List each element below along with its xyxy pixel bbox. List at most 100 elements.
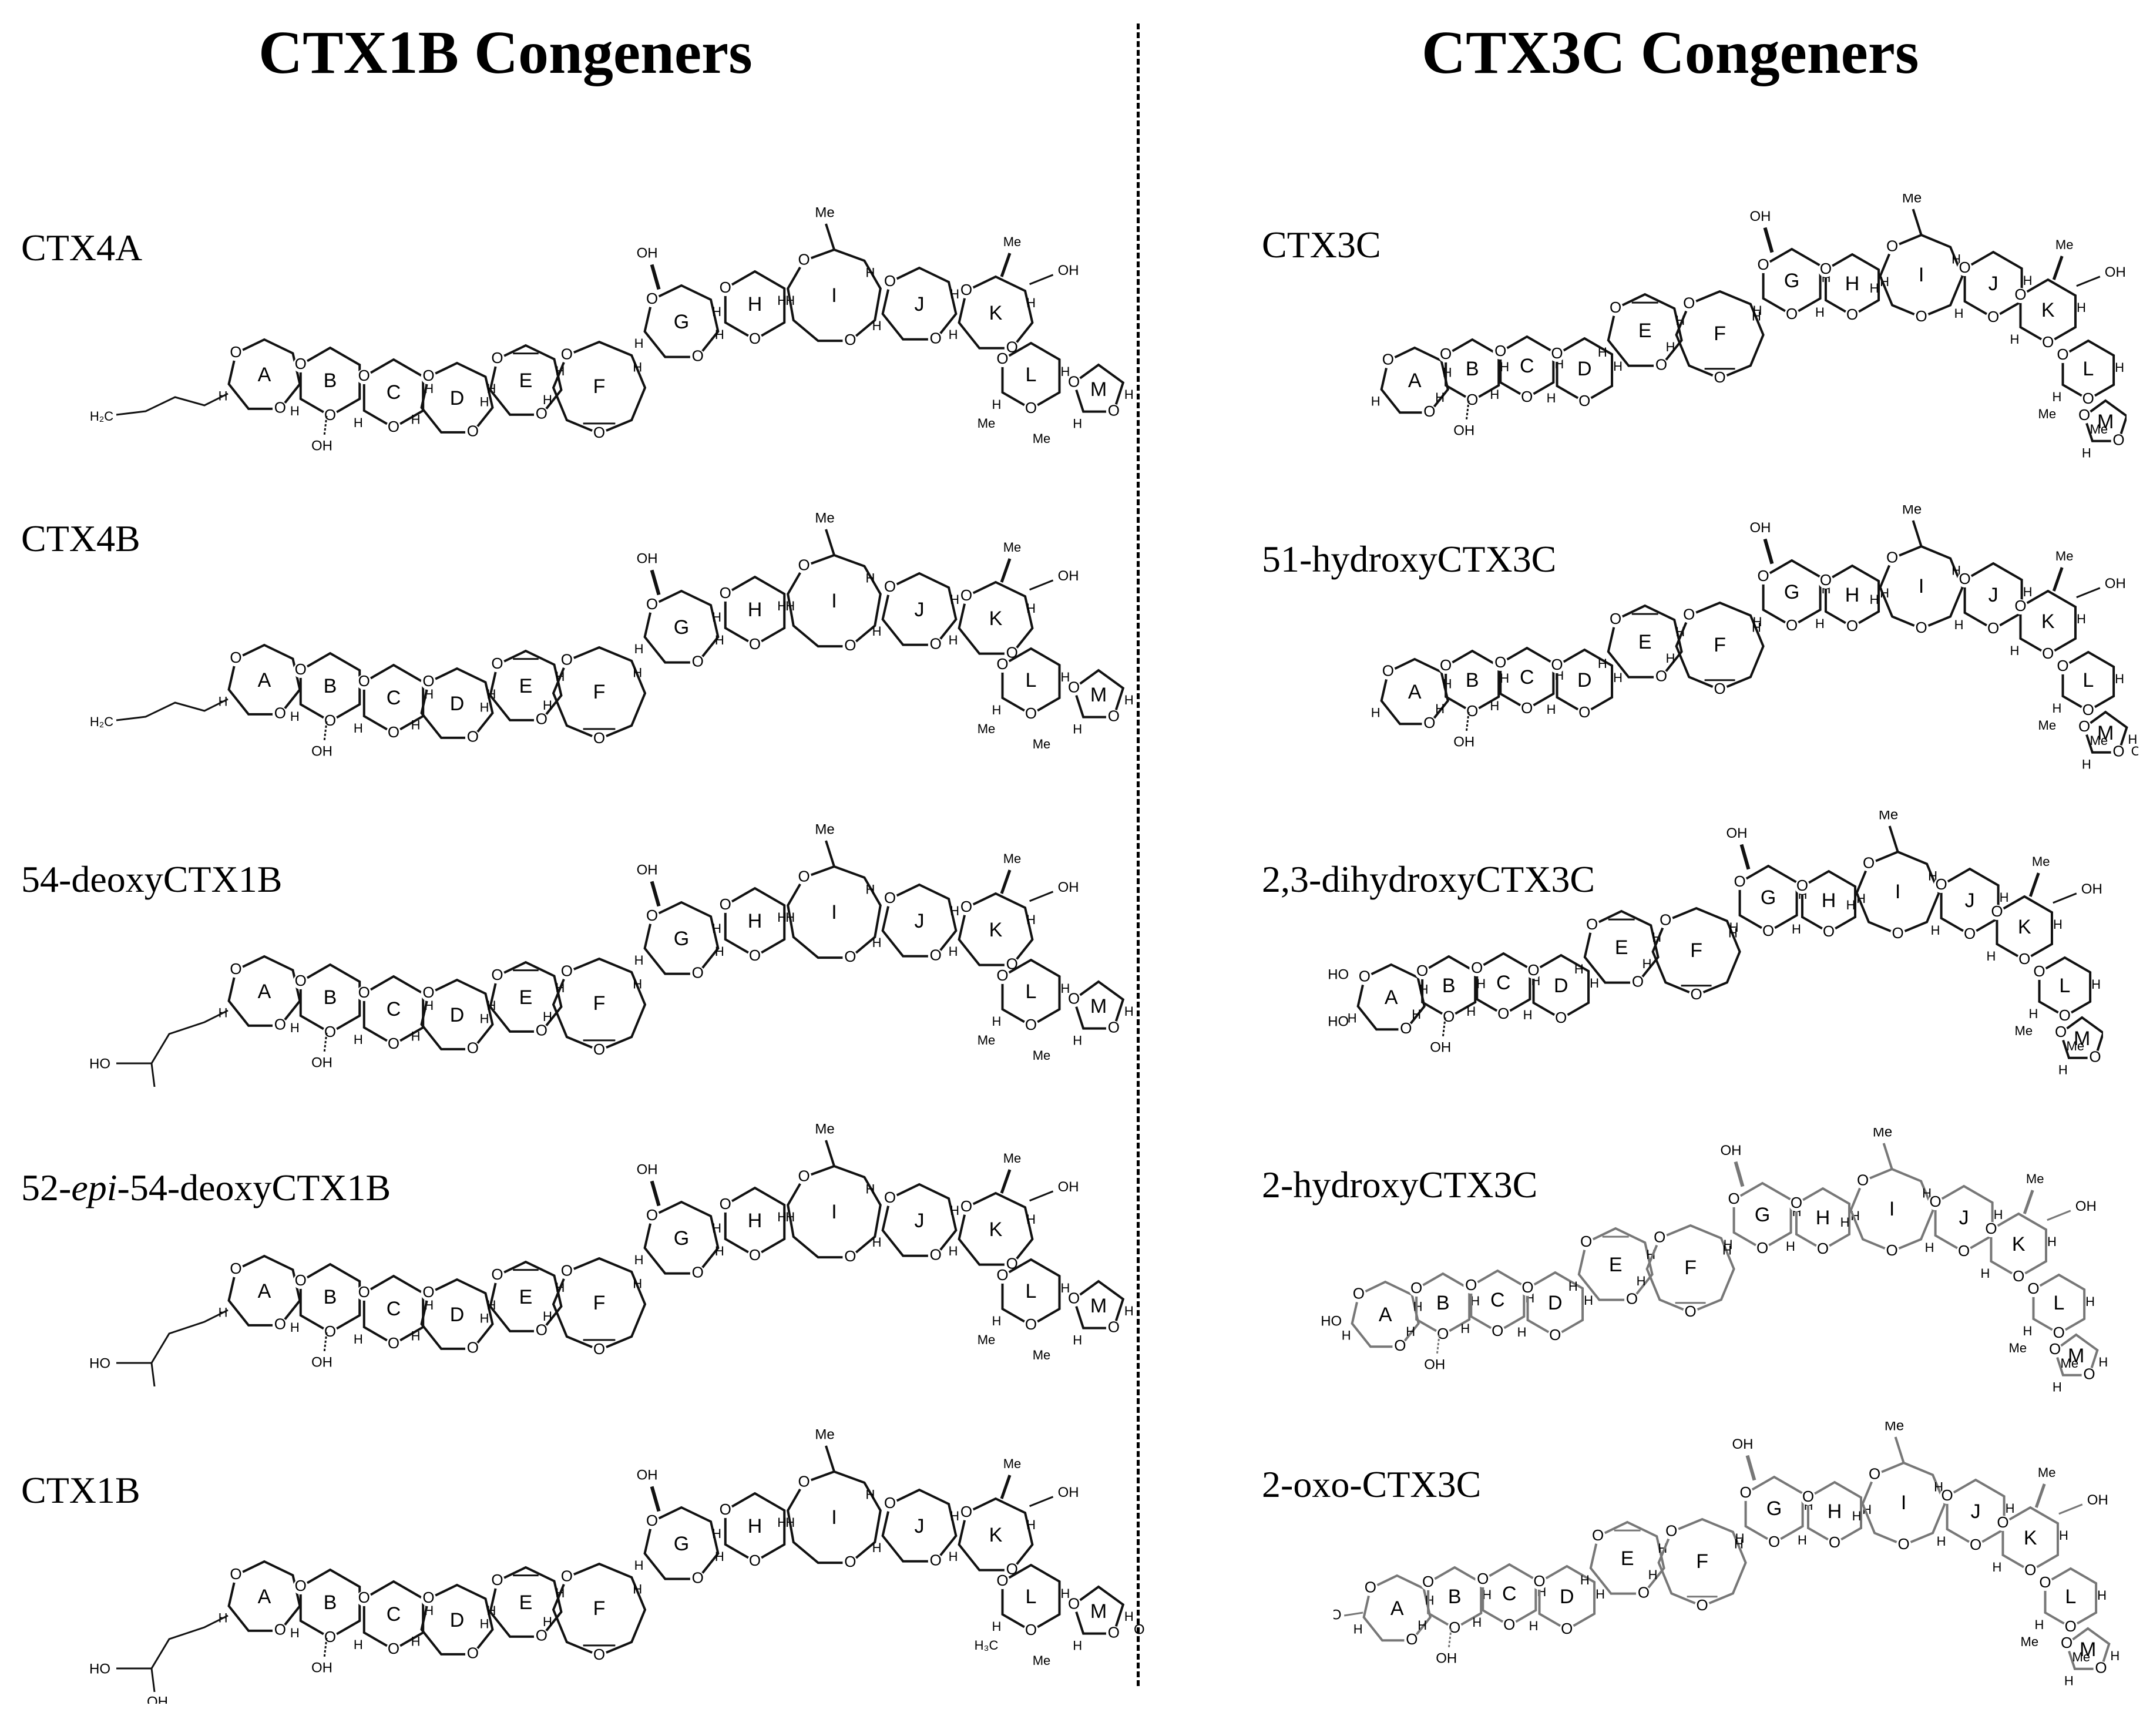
oxygen-mask [995, 969, 1010, 984]
hydrogen-label: H [1954, 306, 1964, 321]
structure-ctx1b: AOOHHBOOHHCOOHHDOOHHEOOHHFOOHHGOOHHHOOHH… [89, 1426, 1146, 1704]
oxygen-atom: O [1638, 1584, 1650, 1601]
hydrogen-label: H [1406, 1324, 1415, 1339]
oxygen-atom: O [1108, 707, 1120, 724]
hydrogen-label: H [1061, 364, 1070, 379]
oxygen-atom: O [422, 672, 434, 690]
oxygen-mask [2059, 1636, 2075, 1652]
oxygen-mask [386, 420, 401, 435]
oxygen-atom: O [295, 1577, 307, 1594]
oxygen-mask [1106, 709, 1121, 725]
ring-label-h: H [1816, 1207, 1830, 1229]
ring-label-i: I [1919, 575, 1924, 597]
hydrogen-label: H [1951, 563, 1961, 577]
oxygen-mask [1392, 1339, 1408, 1355]
hydrogen-label: H [1598, 345, 1607, 360]
oxygen-atom: O [324, 711, 336, 729]
oxygen-atom: O [720, 584, 731, 602]
ring-label-e: E [1609, 1254, 1623, 1276]
structure-52-epi-54-deoxyctx1b: AOOHHBOOHHCOOHHDOOHHEOOHHFOOHHGOOHHHOOHH… [89, 1121, 1134, 1386]
hydrogen-label: H [2010, 332, 2019, 347]
ring-fusion [1922, 587, 1994, 596]
oxygen-mask [2047, 1342, 2063, 1358]
ring-label-j: J [1965, 889, 1975, 912]
oxygen-mask [533, 1628, 549, 1644]
oxygen-atom: O [1477, 1570, 1489, 1587]
hydrogen-label: H [1980, 1266, 1990, 1281]
oxygen-atom: O [1440, 656, 1452, 674]
oxygen-mask [1066, 1291, 1082, 1307]
oxygen-mask [356, 369, 372, 384]
oxygen-atom: O [1068, 1594, 1080, 1612]
ring-label-a: A [1390, 1597, 1404, 1620]
oxygen-atom: O [422, 983, 434, 1001]
hydrogen-label: H [1951, 251, 1961, 266]
oxygen-mask [323, 1025, 338, 1040]
hydrogen-label: H [2082, 446, 2091, 461]
oxygen-atom: O [1353, 1285, 1365, 1302]
oxygen-mask [1493, 344, 1509, 360]
oxygen-atom: O [996, 350, 1008, 367]
hydroxyl-bond [323, 1032, 328, 1053]
ring-label-c: C [1502, 1583, 1517, 1605]
hydrogen-label: H [480, 1617, 489, 1631]
oxygen-mask [644, 292, 660, 308]
oxygen-atom: O [2024, 1561, 2036, 1579]
hydrogen-label: H [1061, 981, 1070, 996]
ring-label-d: D [450, 387, 465, 409]
hydrogen-label: H [1574, 962, 1584, 976]
oxygen-mask [747, 1248, 763, 1264]
oxygen-mask [2080, 703, 2096, 718]
ring-label-k: K [989, 1524, 1003, 1546]
oxygen-atom: O [2042, 644, 2054, 662]
hydrogen-label: H [2091, 977, 2101, 992]
methyl-bond [2028, 872, 2040, 897]
oxygen-mask [1939, 1489, 1955, 1504]
hydroxyl-bond [2053, 892, 2077, 904]
hydrogen-label: H [1852, 1509, 1862, 1523]
methyl-label: Me [1003, 1456, 1022, 1471]
ring-label-d: D [1577, 358, 1592, 380]
hydrogen-label: H [1342, 1328, 1351, 1343]
hydrogen-label: H [1472, 1615, 1482, 1630]
oxygen-mask [2026, 1282, 2041, 1297]
oxygen-atom: O [1820, 260, 1832, 277]
oxygen-mask [1404, 1633, 1420, 1648]
methyl-label: Me [1033, 1048, 1051, 1063]
oxygen-atom: O [2095, 1659, 2107, 1677]
methyl-label: Me [2009, 1341, 2027, 1355]
ring-label-l: L [1026, 1280, 1037, 1302]
oxygen-mask [1784, 307, 1800, 323]
oxygen-mask [2077, 720, 2092, 736]
methyl-bond [1912, 520, 1923, 547]
oxygen-atom: O [1068, 678, 1080, 696]
oxygen-atom: O [996, 1266, 1008, 1284]
oxygen-mask [1409, 1281, 1425, 1297]
hydroxyl-label: OH [1430, 1039, 1451, 1055]
oxygen-mask [489, 657, 505, 673]
oxygen-mask [1861, 856, 1877, 872]
hydroxyl-label: OH [1732, 1436, 1754, 1452]
hydroxyl-bond [2076, 276, 2101, 287]
methyl-label: Me [978, 1033, 996, 1047]
oxygen-mask [386, 1337, 401, 1352]
oxygen-atom: O [1551, 656, 1563, 673]
hydrogen-label: H [2047, 1234, 2057, 1249]
oxygen-atom: O [1892, 924, 1903, 942]
oxygen-mask [1956, 1244, 1972, 1260]
oxygen-mask [1986, 622, 2001, 637]
oxygen-mask [1465, 393, 1480, 408]
oxygen-mask [1420, 1575, 1436, 1590]
hydrogen-label: H [480, 1012, 489, 1026]
oxygen-mask [1351, 1287, 1366, 1302]
oxygen-atom: O [536, 1627, 547, 1644]
hydrogen-label: H [1490, 387, 1499, 402]
hydrogen-label: H [543, 1009, 552, 1024]
hydrogen-label: H [1666, 651, 1675, 666]
oxygen-mask [2055, 348, 2071, 363]
left-column-title: CTX1B Congeners [258, 19, 753, 86]
oxygen-mask [228, 651, 244, 667]
oxygen-atom: O [1025, 1621, 1037, 1638]
oxygen-atom: O [1025, 704, 1037, 722]
oxygen-atom: O [295, 660, 307, 678]
